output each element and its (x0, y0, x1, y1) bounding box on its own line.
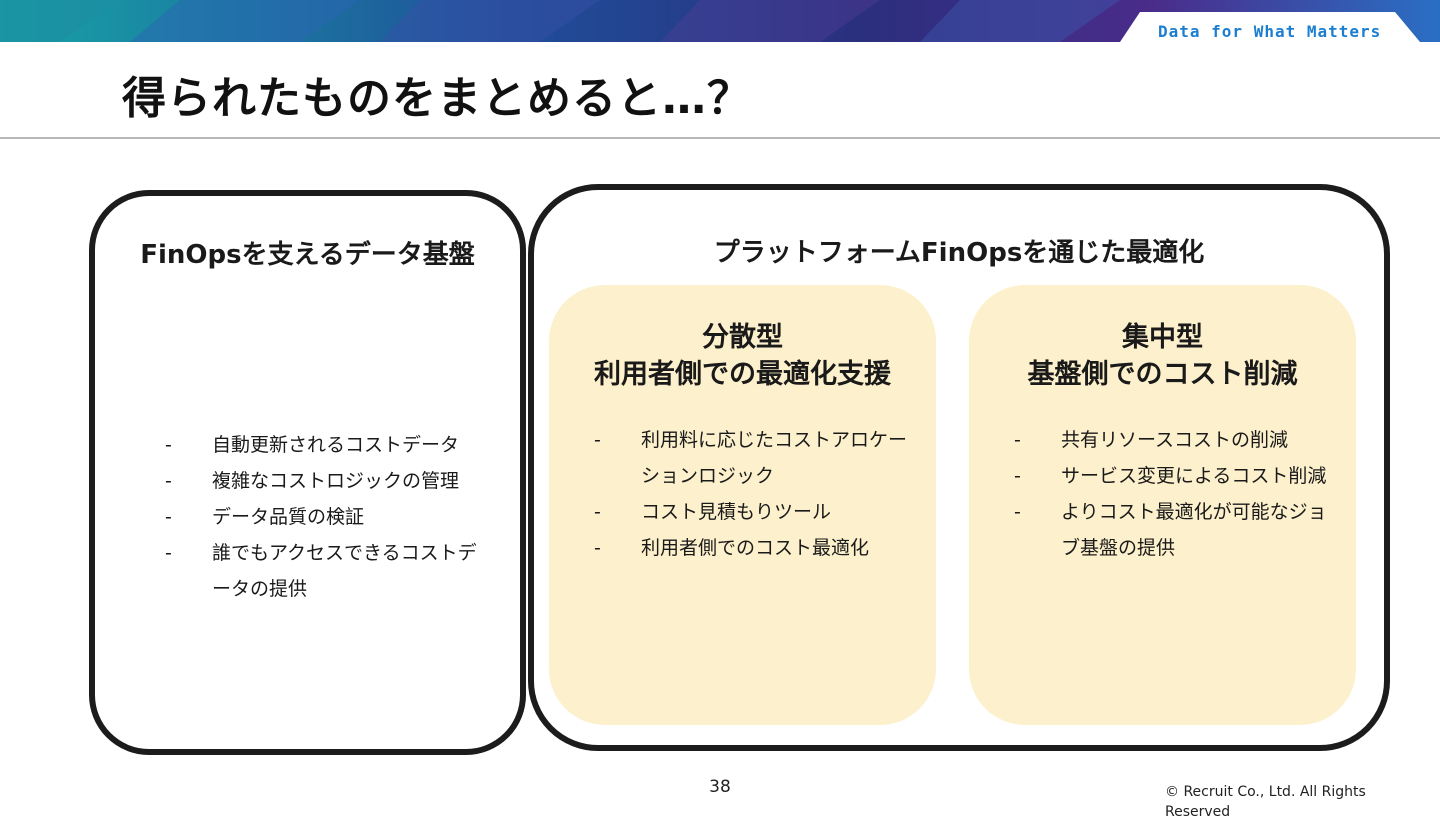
platform-finops-box: プラットフォームFinOpsを通じた最適化 分散型 利用者側での最適化支援 -利… (528, 184, 1390, 751)
decentralized-panel: 分散型 利用者側での最適化支援 -利用料に応じたコストアロケーションロジック -… (549, 285, 936, 725)
list-item: -利用料に応じたコストアロケーションロジック (594, 429, 908, 487)
list-item: -データ品質の検証 (165, 506, 365, 528)
centralized-panel: 集中型 基盤側でのコスト削減 -共有リソースコストの削減 -サービス変更によるコ… (969, 285, 1356, 725)
list-item: -共有リソースコストの削減 (1014, 429, 1289, 451)
data-platform-box: FinOpsを支えるデータ基盤 -自動更新されるコストデータ -複雑なコストロジ… (89, 190, 526, 755)
list-item: -複雑なコストロジックの管理 (165, 470, 460, 492)
decentralized-title: 分散型 利用者側での最適化支援 (594, 322, 891, 390)
list-item: -コスト見積もりツール (594, 501, 832, 523)
platform-finops-title: プラットフォームFinOpsを通じた最適化 (713, 238, 1205, 268)
title-divider (0, 137, 1440, 139)
list-item: -自動更新されるコストデータ (165, 434, 460, 456)
centralized-title: 集中型 基盤側でのコスト削減 (1027, 322, 1298, 390)
decentralized-list: -利用料に応じたコストアロケーションロジック -コスト見積もりツール -利用者側… (594, 422, 924, 566)
slide-title: 得られたものをまとめると…？ (122, 73, 752, 124)
list-item: -よりコスト最適化が可能なジョブ基盤の提供 (1014, 501, 1327, 559)
data-platform-list: -自動更新されるコストデータ -複雑なコストロジックの管理 -データ品質の検証 … (165, 427, 485, 607)
centralized-list: -共有リソースコストの削減 -サービス変更によるコスト削減 -よりコスト最適化が… (1014, 422, 1344, 566)
list-item: -サービス変更によるコスト削減 (1014, 465, 1327, 487)
banner-graphic (0, 0, 1440, 42)
data-platform-title: FinOpsを支えるデータ基盤 (140, 240, 475, 270)
tagline: Data for What Matters (1158, 22, 1382, 41)
header-banner: Data for What Matters (0, 0, 1440, 42)
list-item: -誰でもアクセスできるコストデータの提供 (165, 542, 477, 600)
page-number: 38 (709, 777, 731, 797)
copyright-notice: © Recruit Co., Ltd. All Rights Reserved (1165, 784, 1366, 820)
list-item: -利用者側でのコスト最適化 (594, 537, 870, 559)
